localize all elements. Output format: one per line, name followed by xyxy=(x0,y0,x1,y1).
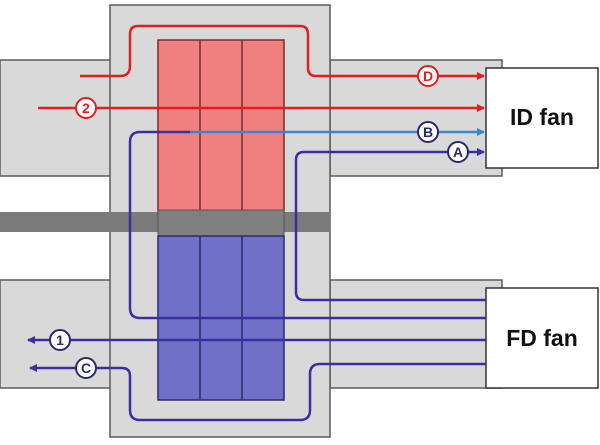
marker-a: A xyxy=(447,141,469,163)
marker-b: B xyxy=(417,121,439,143)
flow-path-a xyxy=(294,148,486,302)
rotor-hub xyxy=(157,209,285,237)
outlet-gas-duct xyxy=(329,59,503,177)
air-inlet-duct xyxy=(329,279,503,389)
hot-section xyxy=(157,39,285,213)
svg-text:B: B xyxy=(423,124,433,140)
svg-text:A: A xyxy=(453,144,463,160)
marker-2: 2 xyxy=(75,97,97,119)
flow-path-b-lower xyxy=(128,130,486,320)
marker-1: 1 xyxy=(49,329,71,351)
id-fan-label: ID fan xyxy=(510,104,574,130)
flow-path-d xyxy=(80,24,485,80)
marker-c: C xyxy=(75,357,97,379)
fd-fan-label: FD fan xyxy=(506,325,578,351)
fd-fan-box xyxy=(485,287,599,389)
svg-text:D: D xyxy=(423,68,433,84)
id-fan-box xyxy=(485,67,599,169)
inlet-gas-duct xyxy=(0,59,113,177)
svg-text:1: 1 xyxy=(56,332,64,348)
svg-text:2: 2 xyxy=(82,100,90,116)
svg-text:C: C xyxy=(81,360,91,376)
flow-path-c xyxy=(29,362,486,422)
marker-d: D xyxy=(417,65,439,87)
